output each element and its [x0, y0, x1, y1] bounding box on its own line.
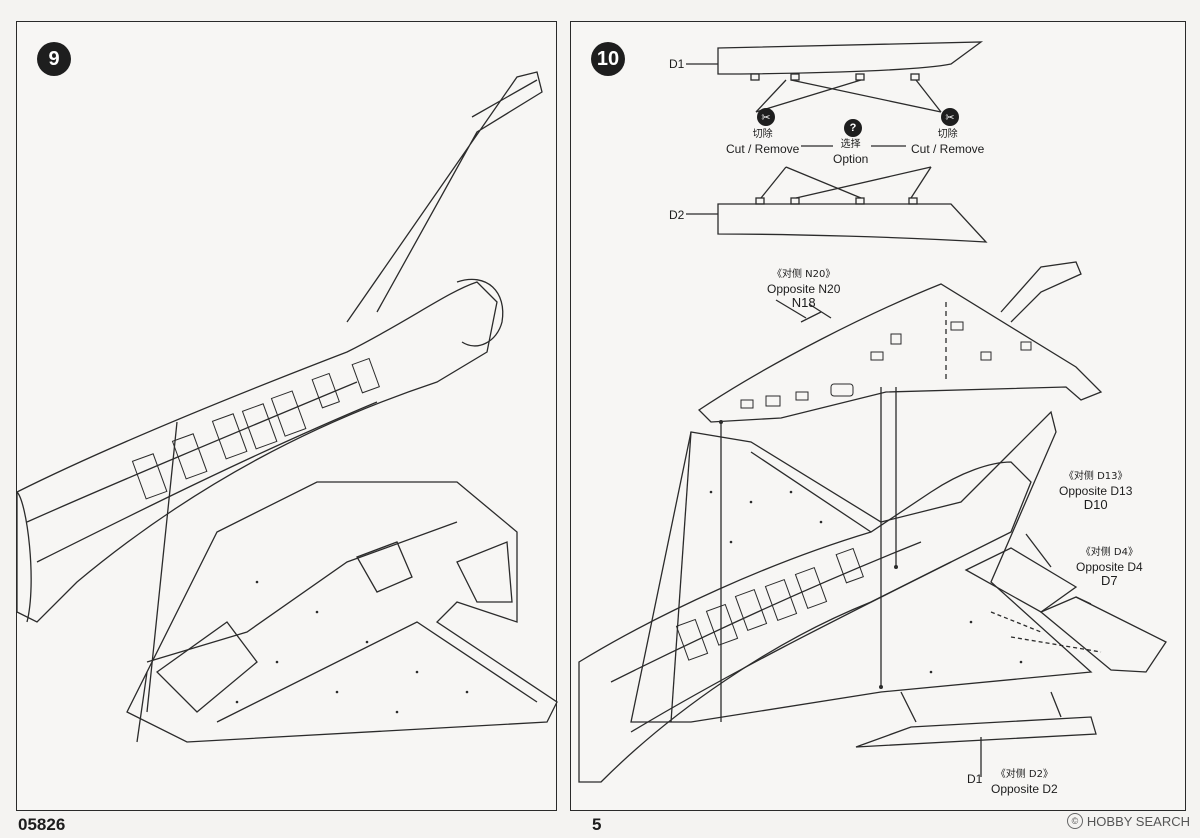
- cut-left-label: 切除 Cut / Remove: [726, 129, 800, 156]
- page-number: 5: [592, 815, 602, 834]
- step-9-drawing: [17, 71, 558, 743]
- scissors-icon: ✂: [757, 108, 775, 126]
- watermark-text: HOBBY SEARCH: [1086, 813, 1190, 829]
- d1-bottom-label: D1: [967, 772, 983, 786]
- step-9-badge: 9: [37, 42, 71, 76]
- cut-right-label: 切除 Cut / Remove: [911, 129, 985, 156]
- d1-top-label: D1: [669, 57, 685, 71]
- watermark: © HOBBY SEARCH: [1066, 813, 1190, 829]
- d4-label: 《对侧 D4》 Opposite D4 D7: [1076, 547, 1143, 588]
- option-label: 选择 Option: [833, 139, 869, 166]
- d2-bottom-label: 《对侧 D2》 Opposite D2: [991, 769, 1058, 796]
- question-icon: ?: [844, 119, 862, 137]
- d2-top-label: D2: [669, 208, 685, 222]
- step-10-panel: 10: [570, 21, 1186, 811]
- step-10-drawing: [578, 41, 1167, 783]
- step-10-badge: 10: [591, 42, 625, 76]
- product-code: 05826: [18, 815, 66, 834]
- n20-label: 《对侧 N20》 Opposite N20 N18: [767, 269, 841, 310]
- step-9-panel: 9: [16, 21, 558, 811]
- copyright-icon: ©: [1066, 813, 1083, 829]
- d13-label: 《对侧 D13》 Opposite D13 D10: [1059, 471, 1133, 512]
- scissors-icon: ✂: [941, 108, 959, 126]
